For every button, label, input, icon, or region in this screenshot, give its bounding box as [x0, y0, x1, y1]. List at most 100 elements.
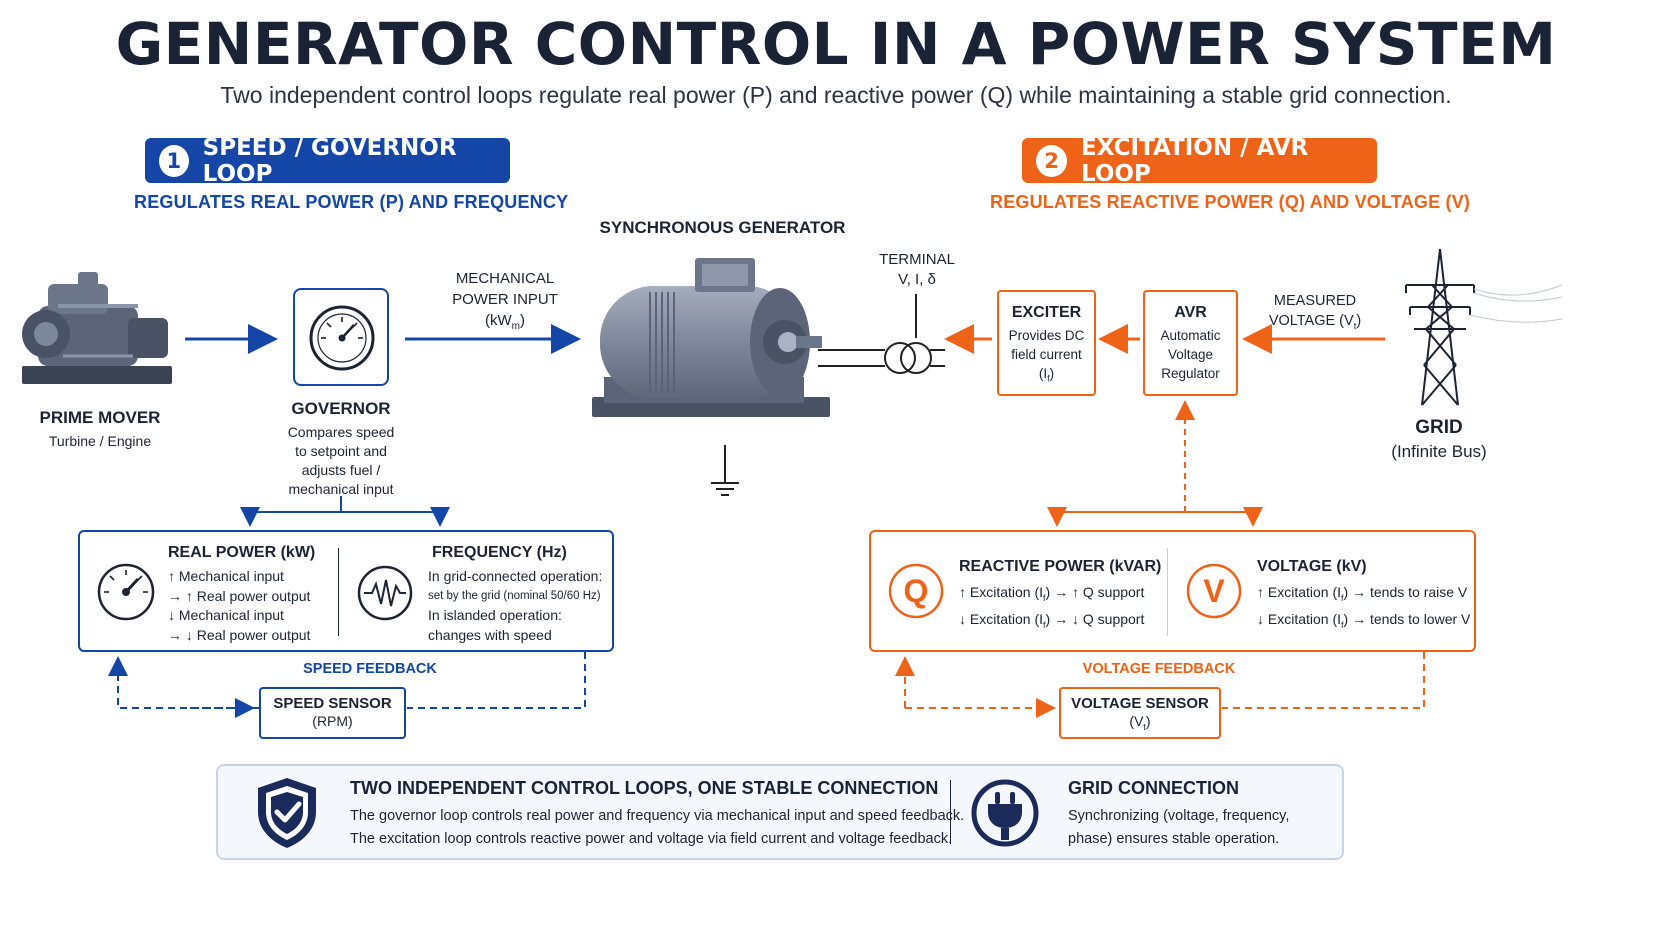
exciter-symbol: (If) [1038, 366, 1055, 384]
real-power-line: ↓ Mechanical input [168, 607, 284, 623]
mechanical-input-label: MECHANICAL POWER INPUT (kWm) [435, 268, 575, 337]
v-icon: V [1186, 563, 1242, 619]
q-icon: Q [888, 563, 944, 619]
divider [950, 780, 951, 844]
grid-title: GRID [1415, 417, 1463, 438]
loop1-number: 1 [159, 144, 189, 177]
reactive-power-line: ↓ Excitation (If) → ↓ Q support [959, 610, 1145, 630]
voltage-sensor-unit: (Vt) [1129, 713, 1151, 732]
shield-check-icon [258, 778, 316, 848]
terminal-line2: V, I, δ [898, 271, 936, 288]
measured-line1: MEASURED [1273, 293, 1357, 309]
voltage-title: VOLTAGE (kV) [1257, 558, 1367, 575]
loop2-subtitle: REGULATES REACTIVE POWER (Q) AND VOLTAGE… [990, 192, 1471, 212]
governor-desc-line: Compares speed [287, 424, 395, 440]
gauge-icon [309, 305, 375, 371]
frequency-line: set by the grid (nominal 50/60 Hz) [428, 589, 601, 602]
generator-title: SYNCHRONOUS GENERATOR [599, 218, 846, 237]
avr-title: AVR [1174, 304, 1207, 321]
mech-line2: POWER INPUT [452, 291, 558, 308]
voltage-lines: ↑ Excitation (If) → tends to raise V ↓ E… [1257, 582, 1470, 636]
real-power-line: → ↑ Real power output [168, 587, 311, 604]
loop1-label: SPEED / GOVERNOR LOOP [202, 134, 457, 187]
ground-icon [711, 445, 739, 496]
summary-title: TWO INDEPENDENT CONTROL LOOPS, ONE STABL… [350, 778, 939, 798]
page-title: GENERATOR CONTROL IN A POWER SYSTEM [115, 10, 1557, 78]
avr-desc-line: Regulator [1161, 366, 1220, 381]
avr-desc-line: Voltage [1167, 347, 1214, 362]
voltage-sensor-title: VOLTAGE SENSOR [1071, 695, 1209, 712]
summary-body: The governor loop controls real power an… [350, 805, 964, 851]
q-icon-letter: Q [904, 573, 929, 609]
prime-mover-title: PRIME MOVER [39, 408, 161, 427]
real-power-line: ↑ Mechanical input [168, 568, 284, 584]
tower-icon [1405, 248, 1563, 406]
mech-line1: MECHANICAL [455, 270, 555, 287]
governor-desc-line: to setpoint and [295, 443, 387, 459]
terminal-line1: TERMINAL [879, 251, 955, 268]
speed-feedback-label: SPEED FEEDBACK [303, 661, 437, 677]
governor-box [293, 288, 389, 386]
avr-desc: Automatic Voltage Regulator [1145, 326, 1236, 383]
voltage-sensor-box: VOLTAGE SENSOR (Vt) [1059, 687, 1221, 739]
frequency-line: In grid-connected operation: [428, 568, 603, 584]
governor-title: GOVERNOR [291, 399, 391, 418]
reactive-power-title: REACTIVE POWER (kVAR) [959, 558, 1162, 575]
frequency-line: changes with speed [428, 626, 552, 643]
summary-line: The excitation loop controls reactive po… [350, 831, 953, 847]
reactive-power-lines: ↑ Excitation (If) → ↑ Q support ↓ Excita… [959, 582, 1144, 636]
grid-connection-line: Synchronizing (voltage, frequency, [1068, 808, 1290, 824]
real-power-line: → ↓ Real power output [168, 626, 311, 643]
divider [1167, 548, 1168, 636]
grid-connection-title: GRID CONNECTION [1068, 778, 1239, 798]
real-power-lines: ↑ Mechanical input → ↑ Real power output… [168, 567, 310, 645]
voltage-line: ↑ Excitation (If) → tends to raise V [1257, 584, 1468, 603]
real-power-frequency-box: REAL POWER (kW) ↑ Mechanical input → ↑ R… [78, 530, 614, 652]
avr-desc-line: Automatic [1160, 328, 1221, 343]
summary-line: The governor loop controls real power an… [350, 808, 965, 824]
speed-sensor-title: SPEED SENSOR [273, 695, 392, 712]
measured-line2: VOLTAGE (Vt) [1268, 313, 1362, 332]
exciter-box: EXCITER Provides DC field current (If) [997, 290, 1096, 396]
mech-unit: (kWm) [485, 312, 525, 332]
terminal-label: TERMINAL V, I, δ [862, 250, 972, 290]
speedometer-icon [97, 563, 155, 621]
page-subtitle: Two independent control loops regulate r… [220, 82, 1452, 108]
measured-voltage-label: MEASURED VOLTAGE (Vt) [1250, 291, 1380, 337]
exciter-desc: Provides DC field current (If) [999, 326, 1094, 389]
prime-mover-desc: Turbine / Engine [48, 433, 152, 449]
generator-icon [592, 258, 830, 417]
loop2-number: 2 [1036, 144, 1068, 177]
frequency-line: In islanded operation: [428, 607, 562, 623]
prime-mover-icon [22, 272, 172, 384]
speed-sensor-box: SPEED SENSOR (RPM) [259, 687, 406, 739]
avr-box: AVR Automatic Voltage Regulator [1143, 290, 1238, 396]
loop2-badge: 2 EXCITATION / AVR LOOP [1022, 135, 1377, 187]
grid-connection-body: Synchronizing (voltage, frequency, phase… [1068, 805, 1289, 851]
grid-connection-line: phase) ensures stable operation. [1068, 831, 1280, 847]
real-power-title: REAL POWER (kW) [168, 544, 316, 561]
governor-desc-line: mechanical input [288, 481, 394, 497]
exciter-desc-line: field current [1011, 347, 1082, 362]
governor-desc: Compares speed to setpoint and adjusts f… [261, 423, 421, 499]
reactive-voltage-box: Q REACTIVE POWER (kVAR) ↑ Excitation (If… [869, 530, 1476, 652]
transformer-icon [884, 342, 932, 374]
loop1-subtitle: REGULATES REAL POWER (P) AND FREQUENCY [134, 192, 569, 212]
loop2-label: EXCITATION / AVR LOOP [1081, 134, 1309, 187]
frequency-title: FREQUENCY (Hz) [432, 544, 567, 561]
exciter-title: EXCITER [1011, 304, 1082, 321]
plug-icon [971, 779, 1039, 847]
reactive-power-line: ↑ Excitation (If) → ↑ Q support [959, 584, 1145, 603]
divider [338, 548, 339, 636]
summary-panel: TWO INDEPENDENT CONTROL LOOPS, ONE STABL… [216, 764, 1344, 860]
frequency-lines: In grid-connected operation: set by the … [428, 567, 602, 645]
exciter-desc-line: Provides DC [1008, 328, 1085, 343]
waveform-icon [357, 565, 413, 621]
speed-sensor-unit: (RPM) [312, 713, 353, 729]
loop1-badge: 1 SPEED / GOVERNOR LOOP [145, 135, 510, 187]
grid-desc: (Infinite Bus) [1391, 442, 1487, 461]
voltage-line: ↓ Excitation (If) → tends to lower V [1257, 610, 1471, 630]
voltage-feedback-label: VOLTAGE FEEDBACK [1082, 661, 1236, 677]
v-icon-letter: V [1203, 573, 1225, 609]
